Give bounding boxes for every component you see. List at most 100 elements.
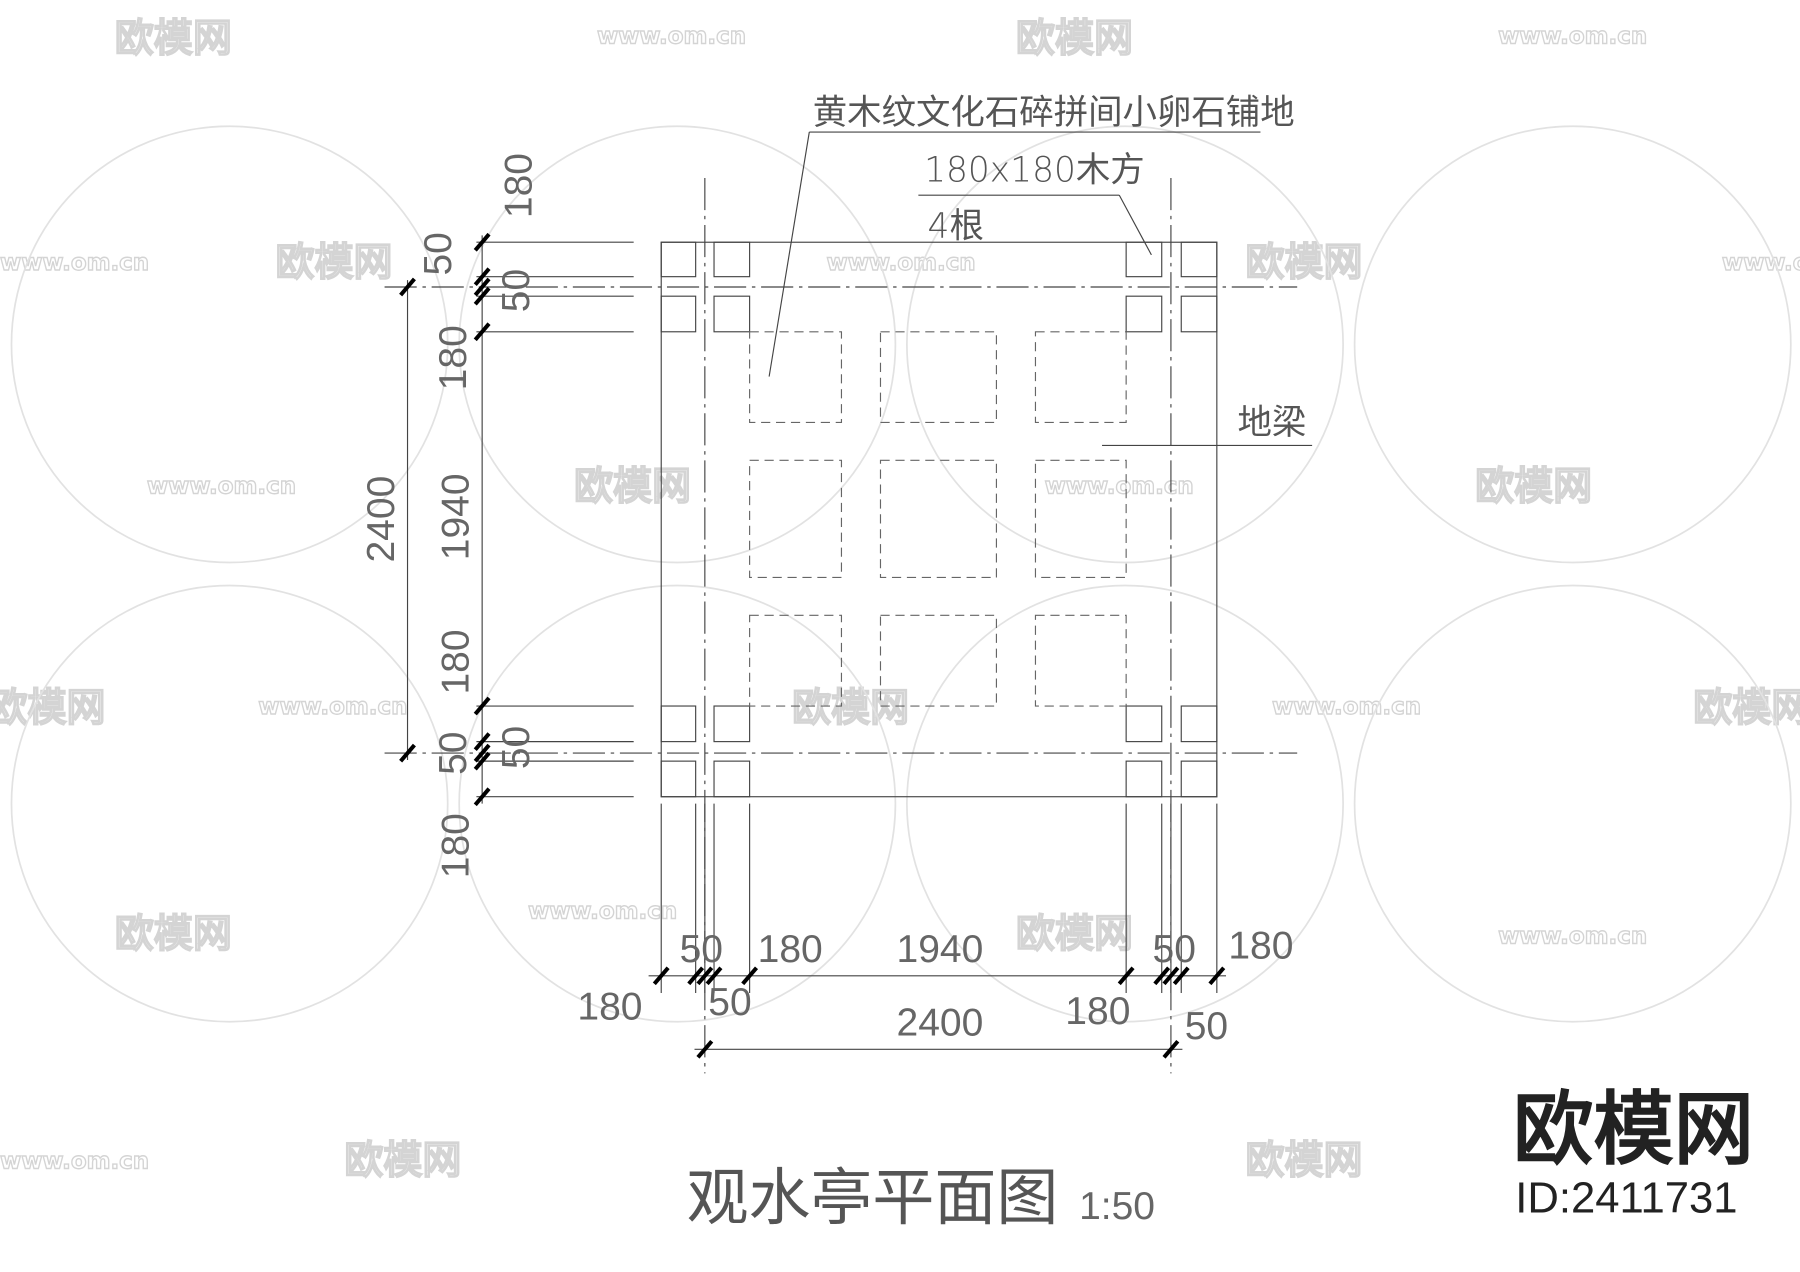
timber-post-square (1125, 295, 1163, 333)
watermark-url: www.om.cn (1498, 924, 1647, 950)
dimension-tick (1208, 966, 1226, 986)
watermark-brand: 欧模网 (1246, 241, 1363, 286)
watermark-brand: 欧模网 (115, 912, 232, 957)
timber-post-square (1125, 241, 1163, 278)
watermark-brand: 欧模网 (1693, 686, 1800, 731)
watermark-url: www.om.cn (258, 694, 407, 720)
dim-bottom-r-180: 180 (1065, 990, 1130, 1033)
dim-bottom-2400: 2400 (897, 1002, 984, 1045)
timber-post-square (1125, 760, 1163, 798)
dimension-tick (741, 966, 759, 986)
watermark-url: www.om.cn (1045, 474, 1194, 500)
dimension-tick (1162, 1039, 1180, 1059)
dimension-tick (705, 966, 723, 986)
dim-left-bot-50a: 50 (432, 732, 475, 775)
drawing-scale: 1:50 (1079, 1185, 1155, 1228)
paving-stone-dashed (1034, 459, 1127, 579)
paving-stone-dashed (1034, 614, 1127, 707)
timber-post-square (660, 760, 697, 798)
paving-stone-dashed (879, 459, 998, 579)
dim-bottom-r-50a: 50 (1153, 928, 1196, 971)
dimension-tick (687, 966, 705, 986)
dimension-tick (696, 966, 714, 986)
watermark-url: www.om.cn (0, 1149, 149, 1175)
watermark-url: www.om.cn (1272, 694, 1421, 720)
plan-geometry (384, 131, 1313, 1074)
dimension-tick (473, 696, 491, 716)
watermark-url: www.om.cn (1498, 24, 1647, 50)
dimension-tick (696, 1039, 714, 1059)
dimension-tick (473, 286, 491, 306)
dimension-tick (1172, 966, 1190, 986)
paving-stone-dashed (749, 331, 843, 424)
logo-name: 欧模网 (1513, 1082, 1754, 1176)
dimension-tick (473, 232, 491, 252)
watermark-brand: 欧模网 (574, 464, 691, 509)
leader-line (1118, 194, 1152, 256)
watermark-brand: 欧模网 (1246, 1138, 1363, 1183)
timber-post-square (1180, 705, 1218, 743)
watermark-arc (906, 125, 1344, 564)
timber-post-square (660, 295, 697, 333)
dimension-tick (1162, 966, 1180, 986)
dimension-tick (473, 732, 491, 751)
dimension-tick (473, 322, 491, 342)
dim-left-2400: 2400 (360, 476, 403, 563)
watermark-url: www.om.cn (597, 24, 746, 50)
dimension-ticks (399, 232, 1226, 1059)
watermark-brand: 欧模网 (1016, 912, 1133, 957)
watermark-url: www.om.cn (827, 250, 976, 276)
dimension-tick (1153, 966, 1171, 986)
dimension-tick (399, 743, 416, 763)
watermark-arc (10, 584, 449, 1023)
watermark-url: www.om.cn (1722, 250, 1800, 276)
logo-id: ID:2411731 (1515, 1174, 1737, 1222)
dim-left-top-50b: 50 (495, 269, 538, 312)
platform-outline (660, 241, 1218, 798)
watermark-brand: 欧模网 (1016, 17, 1133, 62)
watermark-brand: 欧模网 (792, 686, 909, 731)
timber-post-square (660, 705, 697, 743)
dimension-tick (1117, 966, 1135, 986)
dimension-tick (473, 751, 491, 771)
watermark-arc (458, 125, 897, 564)
leader-line (768, 131, 810, 377)
watermark-url: www.om.cn (528, 898, 677, 924)
dim-bottom-1940: 1940 (897, 928, 984, 971)
dimension-tick (473, 787, 491, 807)
watermark-url: www.om.cn (0, 250, 149, 276)
timber-count-note: 4根 (928, 207, 984, 247)
watermark-brand: 欧模网 (276, 241, 393, 286)
paving-note: 黄木纹文化石碎拼间小卵石铺地 (813, 93, 1295, 133)
dimension-tick (399, 277, 416, 297)
watermark-brand: 欧模网 (1475, 464, 1592, 509)
dim-left-top-50a: 50 (417, 232, 460, 275)
dim-left-bot-180: 180 (434, 813, 477, 878)
paving-stone-dashed (749, 459, 843, 579)
dim-left-bot-50b: 50 (495, 726, 538, 769)
dimension-tick (473, 277, 491, 297)
watermark-url: www.om.cn (147, 474, 296, 500)
dim-bottom-r-180b: 180 (1228, 925, 1293, 968)
dim-bottom-l-50a: 50 (680, 928, 723, 971)
watermark-arc (906, 584, 1344, 1023)
dim-left-top-180: 180 (498, 153, 541, 218)
drawing-title: 观水亭平面图 (686, 1161, 1058, 1234)
paving-stone-dashed (879, 331, 998, 424)
dim-bottom-r-50b: 50 (1185, 1005, 1228, 1048)
watermark-brand: 欧模网 (344, 1138, 461, 1183)
timber-note: 180x180木方 (924, 150, 1145, 190)
ground-beam-note: 地梁 (1238, 403, 1307, 443)
watermark-arc (1353, 125, 1792, 564)
watermark-arc (10, 125, 449, 564)
timber-post-square (1180, 760, 1218, 798)
dimension-tick (473, 743, 491, 763)
dim-bottom-l-50b: 50 (708, 981, 751, 1024)
timber-post-square (1180, 241, 1218, 278)
watermark-brand: 欧模网 (0, 686, 106, 731)
dim-bottom-l-180b: 180 (758, 928, 823, 971)
watermark-arc (458, 584, 897, 1023)
dim-left-upper-180: 180 (432, 325, 475, 390)
dim-bottom-l-180: 180 (577, 985, 642, 1028)
